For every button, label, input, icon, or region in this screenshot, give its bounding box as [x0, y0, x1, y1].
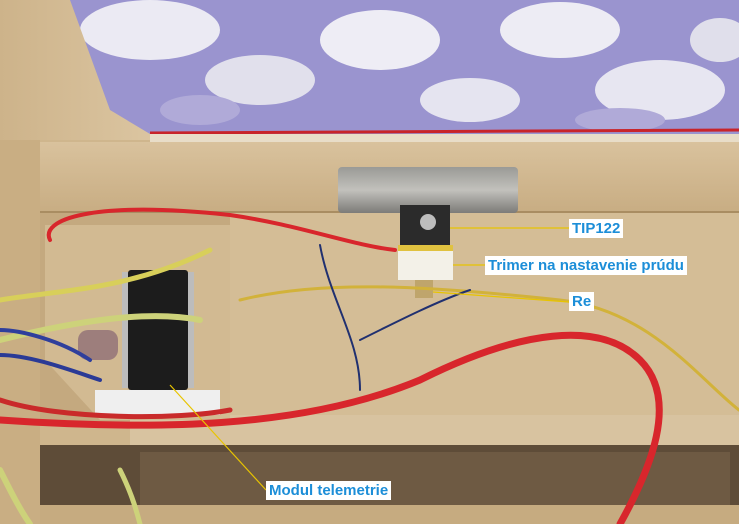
ic-chip: [122, 270, 194, 390]
foam-pad: [95, 390, 220, 415]
heatsink-bar: [338, 167, 518, 213]
capacitor: [78, 330, 118, 360]
red-edge: [149, 128, 739, 135]
pointer-lines: [169, 227, 570, 491]
label-trimmer: Trimer na nastavenie prúdu: [485, 256, 687, 275]
fabric-background: [70, 0, 739, 135]
wires: [0, 207, 739, 524]
label-telemetry-module: Modul telemetrie: [266, 481, 392, 500]
back-panel: [230, 213, 739, 423]
label-relay: Re: [569, 292, 595, 311]
label-tip122: TIP122: [569, 219, 624, 238]
